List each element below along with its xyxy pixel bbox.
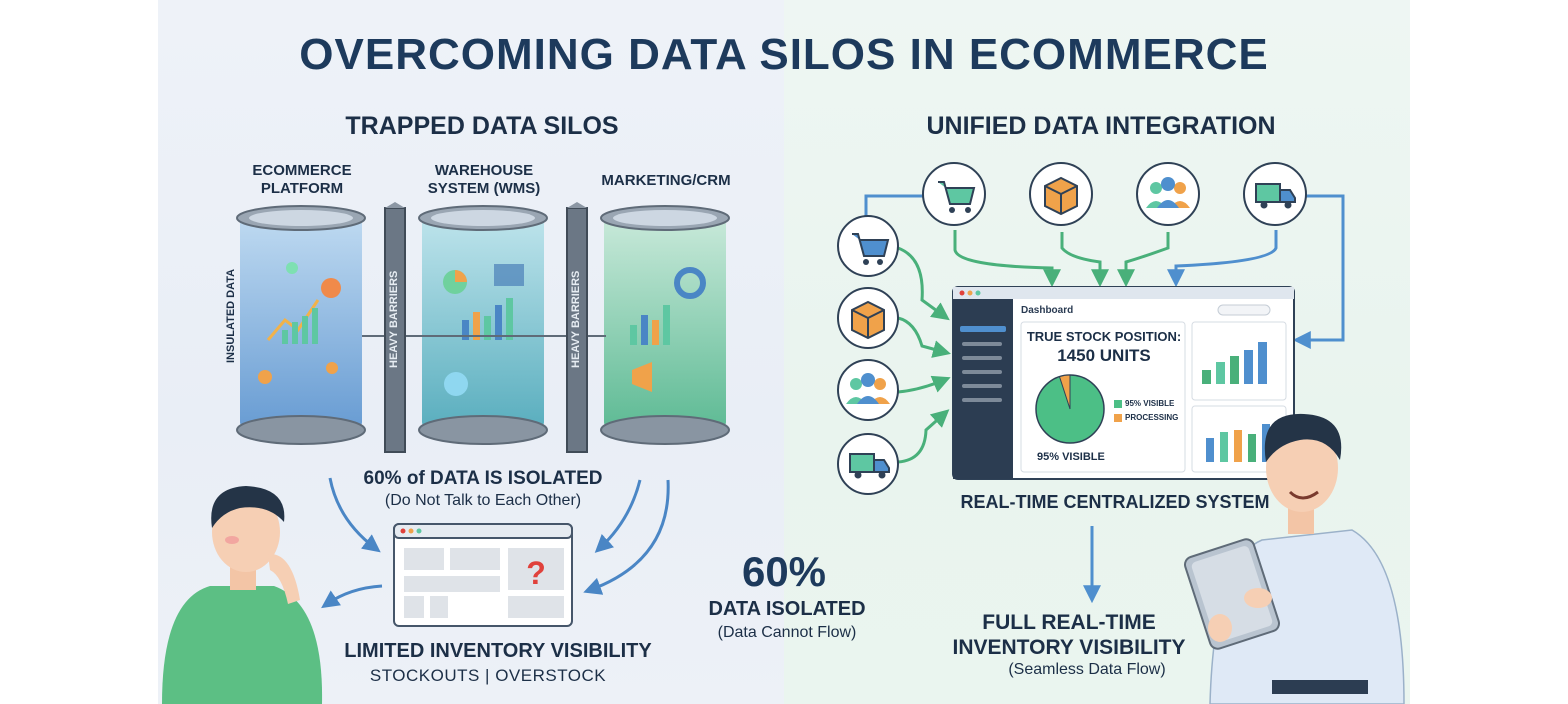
silo-label-line: MARKETING/CRM — [601, 172, 731, 189]
silo-label-marketing: MARKETING/CRM — [601, 172, 730, 190]
silo-label-line: ECOMMERCE — [252, 162, 352, 179]
silo-ecommerce — [236, 205, 366, 445]
side-delivery-truck-icon — [837, 433, 899, 495]
legend-processing: PROCESSING — [1125, 413, 1179, 422]
broken-dashboard — [393, 523, 573, 627]
silo-label-line: PLATFORM — [260, 180, 344, 197]
left-flow-arrows — [321, 477, 670, 609]
side-package-box-icon — [837, 287, 899, 349]
right-flow-arrows — [864, 194, 1345, 604]
limited-visibility-subtitle: STOCKOUTS | OVERSTOCK — [369, 666, 607, 685]
limited-visibility-title: LIMITED INVENTORY VISIBILITY — [344, 640, 652, 662]
silo-label-line: SYSTEM (WMS) — [427, 180, 541, 197]
isolated-percent-sublabel: (Data Cannot Flow) — [717, 624, 857, 641]
pie-slice-processing — [1058, 374, 1071, 410]
barrier-label: HEAVY BARRIERS — [388, 270, 400, 368]
side-shopping-cart-icon — [837, 215, 899, 277]
silo-label-line: WAREHOUSE — [434, 162, 534, 179]
dashboard-title: Dashboard — [1021, 305, 1074, 316]
silo-label-ecommerce: ECOMMERCE PLATFORM — [252, 162, 351, 198]
centralized-system-label: REAL-TIME CENTRALIZED SYSTEM — [960, 492, 1270, 512]
happy-person — [1184, 413, 1405, 704]
delivery-truck-icon — [1243, 162, 1307, 226]
customers-group-icon — [1136, 162, 1200, 226]
isolated-statement: 60% of DATA IS ISOLATED — [363, 468, 603, 489]
main-title: OVERCOMING DATA SILOS IN ECOMMERCE — [299, 30, 1269, 79]
barrier-label: HEAVY BARRIERS — [570, 270, 582, 368]
isolated-note: (Do Not Talk to Each Other) — [384, 492, 582, 509]
shopping-cart-icon — [922, 162, 986, 226]
central-dashboard — [952, 286, 1295, 480]
barrier-1 — [384, 202, 406, 453]
stock-position-value: 1450 UNITS — [1057, 346, 1151, 365]
visibility-pie-chart — [1035, 374, 1105, 444]
stock-position-title: TRUE STOCK POSITION: — [1026, 329, 1182, 344]
insulated-data-label: INSULATED DATA — [225, 268, 237, 363]
right-heading: UNIFIED DATA INTEGRATION — [926, 112, 1276, 140]
side-customers-group-icon — [837, 359, 899, 421]
silo-warehouse — [418, 205, 548, 445]
left-heading: TRAPPED DATA SILOS — [345, 112, 619, 140]
full-visibility-title-line: INVENTORY VISIBILITY — [952, 636, 1186, 659]
question-mark: ? — [526, 555, 546, 591]
full-visibility-title-line: FULL REAL-TIME — [982, 611, 1156, 634]
silo-marketing — [600, 205, 730, 445]
barrier-2 — [566, 202, 588, 453]
legend-visible: 95% VISIBLE — [1125, 399, 1175, 408]
isolated-percent: 60% — [741, 548, 827, 595]
package-box-icon — [1029, 162, 1093, 226]
isolated-percent-label: DATA ISOLATED — [708, 598, 866, 620]
full-visibility-title: FULL REAL-TIME INVENTORY VISIBILITY — [953, 610, 1186, 660]
full-visibility-subtitle: (Seamless Data Flow) — [1008, 661, 1166, 678]
silo-label-warehouse: WAREHOUSE SYSTEM (WMS) — [428, 162, 541, 198]
worried-person — [162, 486, 323, 704]
pie-caption: 95% VISIBLE — [1037, 451, 1105, 463]
